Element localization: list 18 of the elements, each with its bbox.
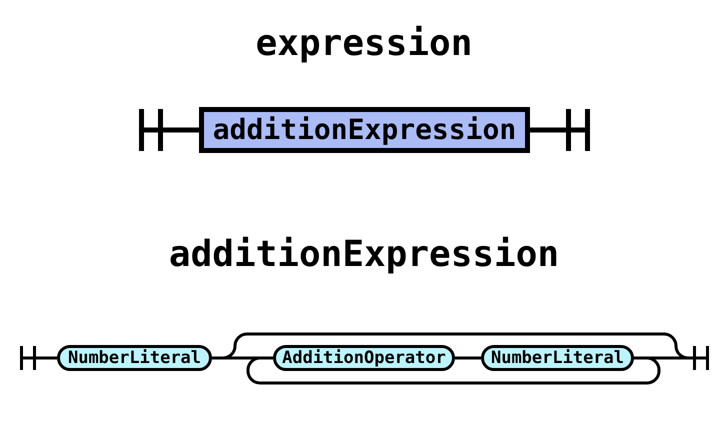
connector-line: [36, 356, 57, 360]
connector-line: [530, 128, 566, 132]
connector-line: [455, 356, 481, 360]
rule-title: expression: [256, 26, 472, 62]
rule-title: additionExpression: [168, 237, 560, 273]
rule-name: additionExpression: [212, 116, 516, 144]
terminator-bar: [566, 109, 590, 151]
connector-line: [163, 128, 199, 132]
token-name: AdditionOperator: [282, 350, 446, 366]
token-pill: [273, 345, 455, 371]
terminator-bar: [139, 109, 163, 151]
terminator-bar: [693, 346, 709, 370]
token-pill: [481, 345, 634, 371]
token-name: NumberLiteral: [490, 350, 624, 366]
token-name: NumberLiteral: [68, 350, 202, 366]
terminator-bar: [20, 346, 36, 370]
token-pill: [57, 345, 212, 371]
connector-line: [246, 356, 660, 384]
